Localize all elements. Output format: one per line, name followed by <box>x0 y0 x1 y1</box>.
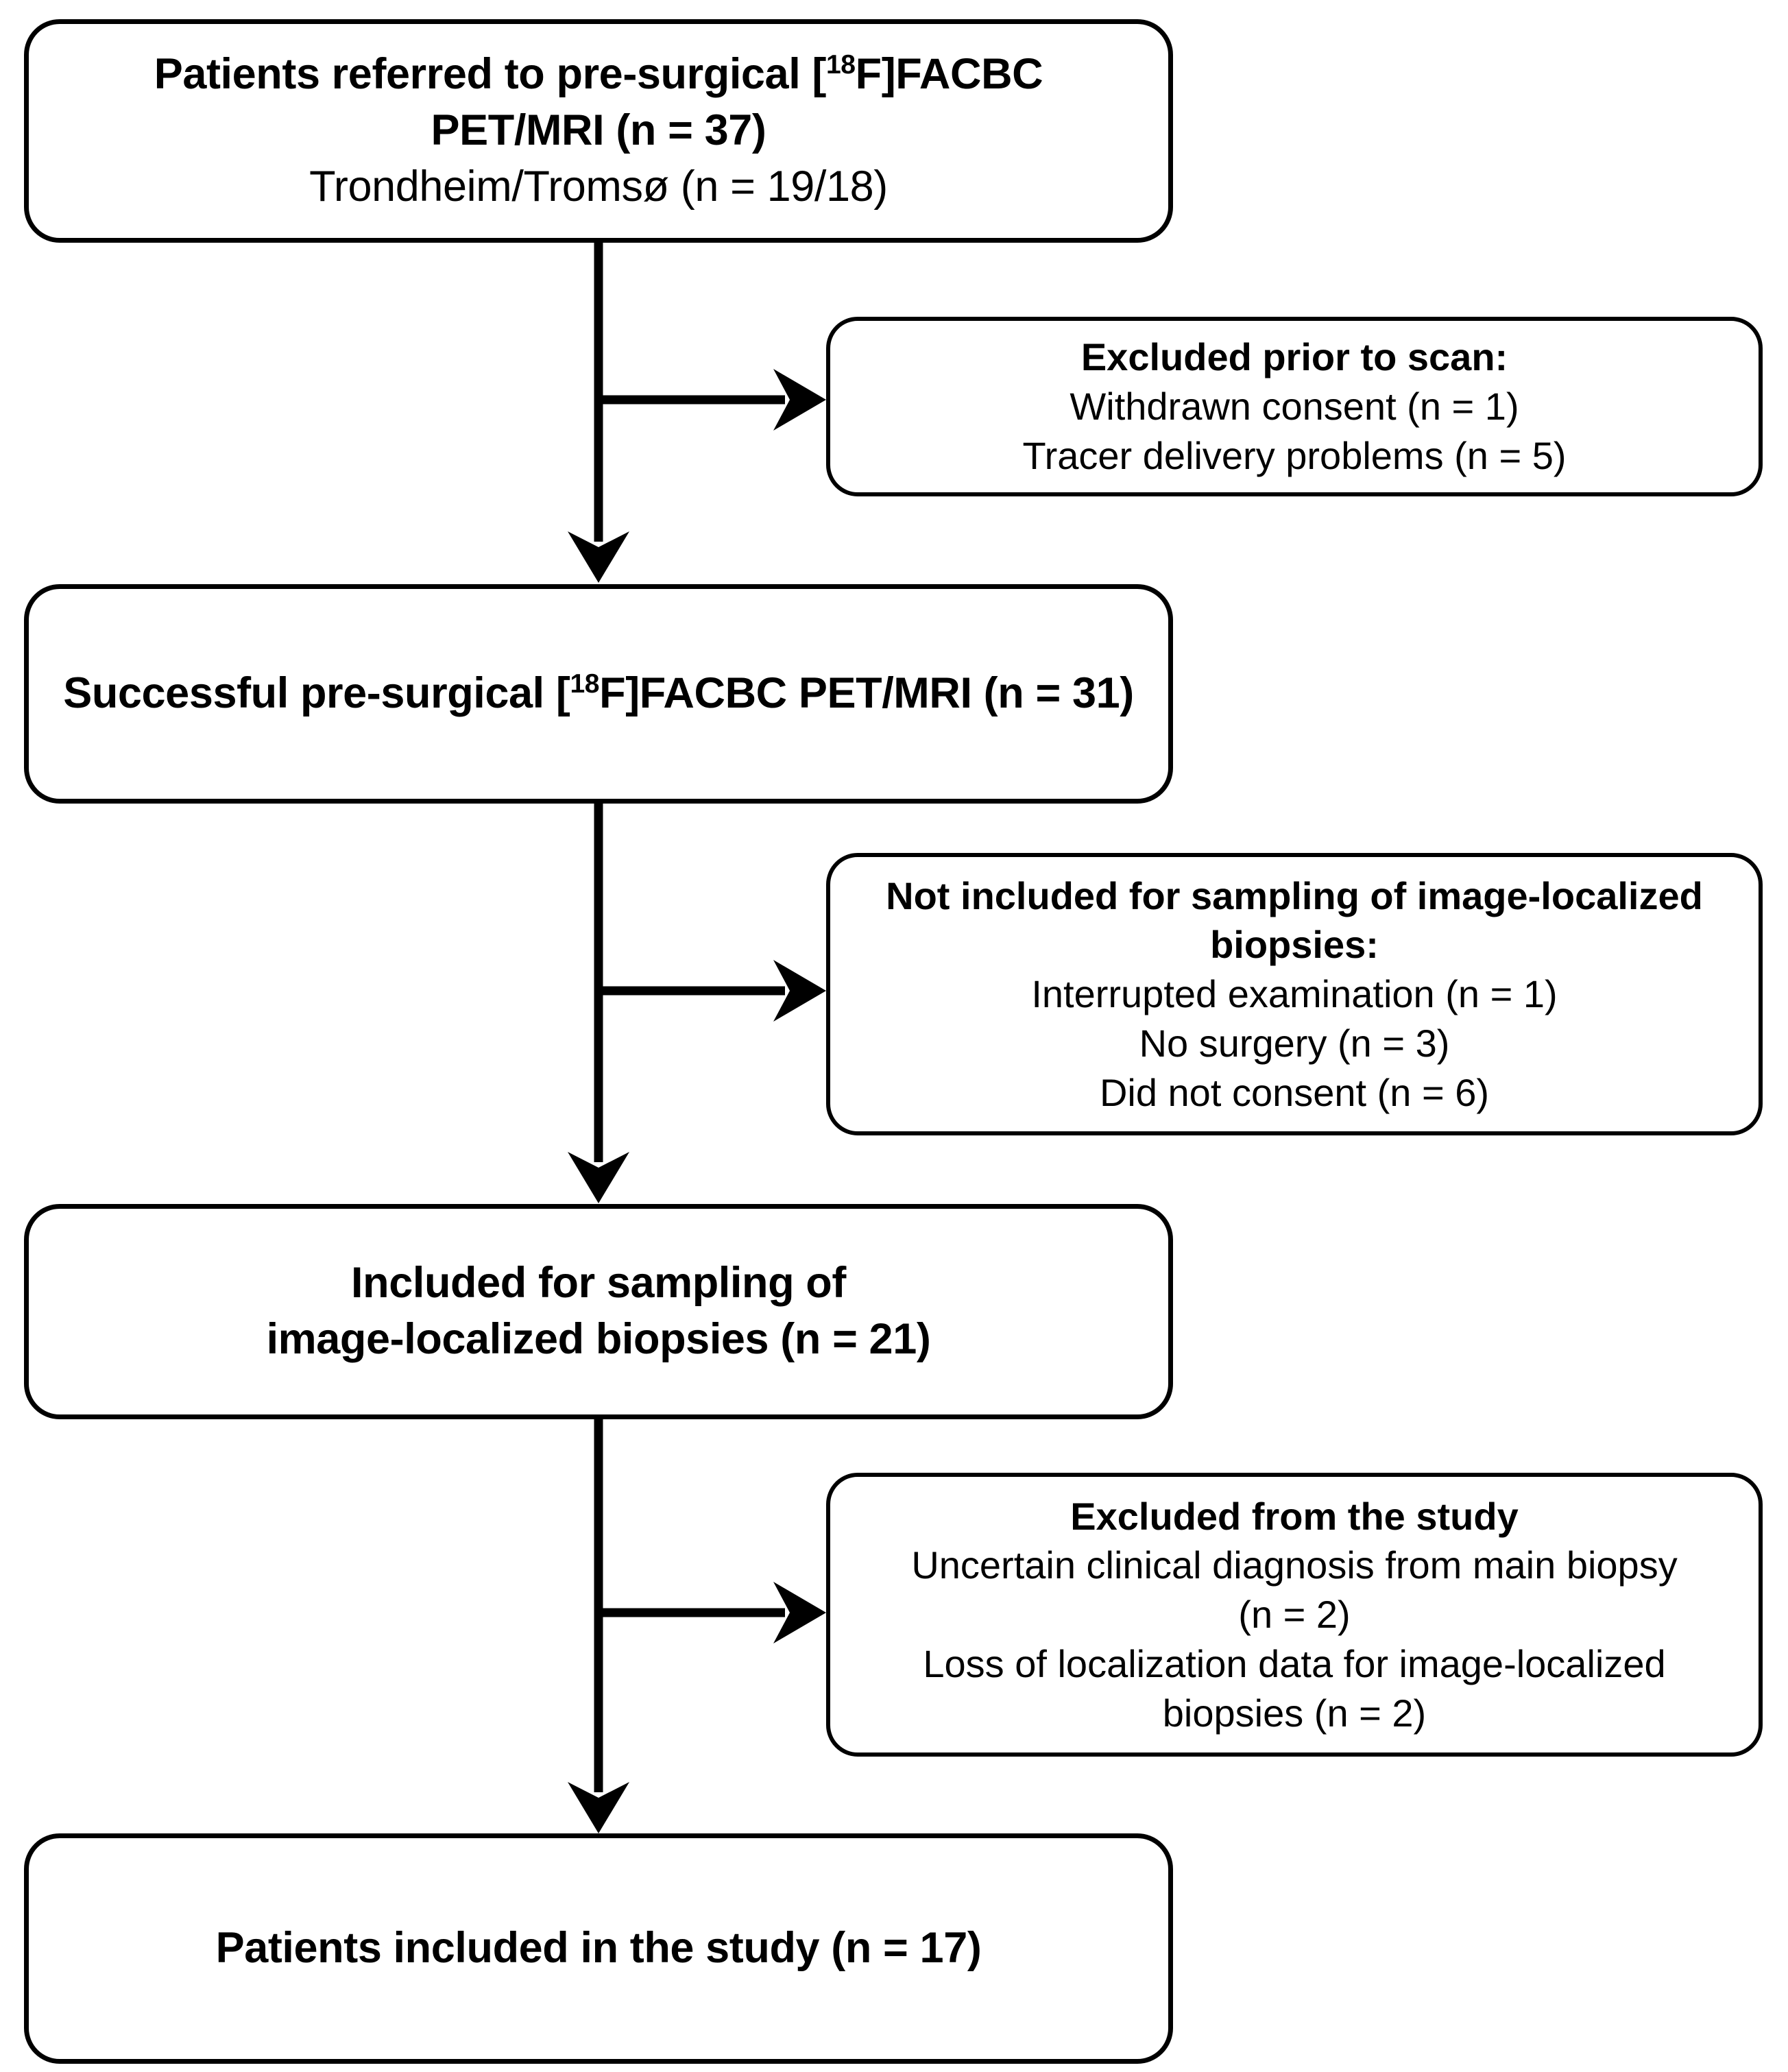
node-not-included-for-sampling: Not included for sampling of image-local… <box>826 853 1763 1135</box>
node-included-for-sampling-line-1: Included for sampling of <box>351 1259 846 1308</box>
not-included-header-line-2: biopsies: <box>1210 923 1379 967</box>
node-patients-referred-line-2: PET/MRI (n = 37) <box>431 106 766 155</box>
connector-to-excluded-from-study <box>599 1582 826 1643</box>
node-patients-referred-line-1: Patients referred to pre-surgical [18F]F… <box>52 47 1145 103</box>
isotope-superscript-18: 18 <box>825 50 856 80</box>
isotope-superscript-18: 18 <box>570 669 600 699</box>
node-patients-referred-line-3: Trondheim/Tromsø (n = 19/18) <box>309 162 888 210</box>
node-excluded-from-study: Excluded from the study Uncertain clinic… <box>826 1473 1763 1757</box>
successful-part-a: Successful pre-surgical [ <box>63 669 570 718</box>
connector-to-excluded-prior-to-scan <box>599 369 826 431</box>
not-included-item-did-not-consent: Did not consent (n = 6) <box>1099 1070 1490 1114</box>
connector-successful-to-included <box>568 804 629 1203</box>
referred-line1-part-a: Patients referred to pre-surgical [ <box>154 50 827 99</box>
not-included-item-no-surgery: No surgery (n = 3) <box>1139 1021 1450 1065</box>
excluded-from-study-item-loss-of-localization-line-1: Loss of localization data for image-loca… <box>923 1641 1666 1685</box>
excluded-from-study-header: Excluded from the study <box>1070 1494 1519 1538</box>
excluded-prior-to-scan-item-tracer-delivery: Tracer delivery problems (n = 5) <box>1022 433 1567 477</box>
successful-part-b: F]FACBC PET/MRI (n = 31) <box>599 669 1134 718</box>
connector-referred-to-successful <box>568 243 629 583</box>
referred-line1-part-b: F]FACBC <box>855 50 1043 99</box>
not-included-item-interrupted-examination: Interrupted examination (n = 1) <box>1031 972 1558 1016</box>
node-patients-included-line-1: Patients included in the study (n = 17) <box>215 1924 982 1973</box>
node-included-for-sampling: Included for sampling of image-localized… <box>24 1204 1173 1419</box>
not-included-header-line-1: Not included for sampling of image-local… <box>886 874 1703 917</box>
connector-included-to-final <box>568 1419 629 1833</box>
connector-to-not-included <box>599 960 826 1022</box>
node-successful-scan-line-1: Successful pre-surgical [18F]FACBC PET/M… <box>52 666 1145 722</box>
excluded-from-study-item-uncertain-diagnosis-line-1: Uncertain clinical diagnosis from main b… <box>911 1543 1678 1587</box>
node-excluded-prior-to-scan: Excluded prior to scan: Withdrawn consen… <box>826 317 1763 496</box>
excluded-prior-to-scan-header: Excluded prior to scan: <box>1080 335 1508 379</box>
node-patients-referred: Patients referred to pre-surgical [18F]F… <box>24 19 1173 243</box>
excluded-from-study-item-uncertain-diagnosis-line-2: (n = 2) <box>1238 1593 1351 1637</box>
node-included-for-sampling-line-2: image-localized biopsies (n = 21) <box>266 1315 931 1363</box>
node-patients-included-in-study: Patients included in the study (n = 17) <box>24 1833 1173 2064</box>
excluded-prior-to-scan-item-withdrawn-consent: Withdrawn consent (n = 1) <box>1070 385 1519 429</box>
node-successful-scan: Successful pre-surgical [18F]FACBC PET/M… <box>24 584 1173 804</box>
excluded-from-study-item-loss-of-localization-line-2: biopsies (n = 2) <box>1162 1691 1427 1735</box>
